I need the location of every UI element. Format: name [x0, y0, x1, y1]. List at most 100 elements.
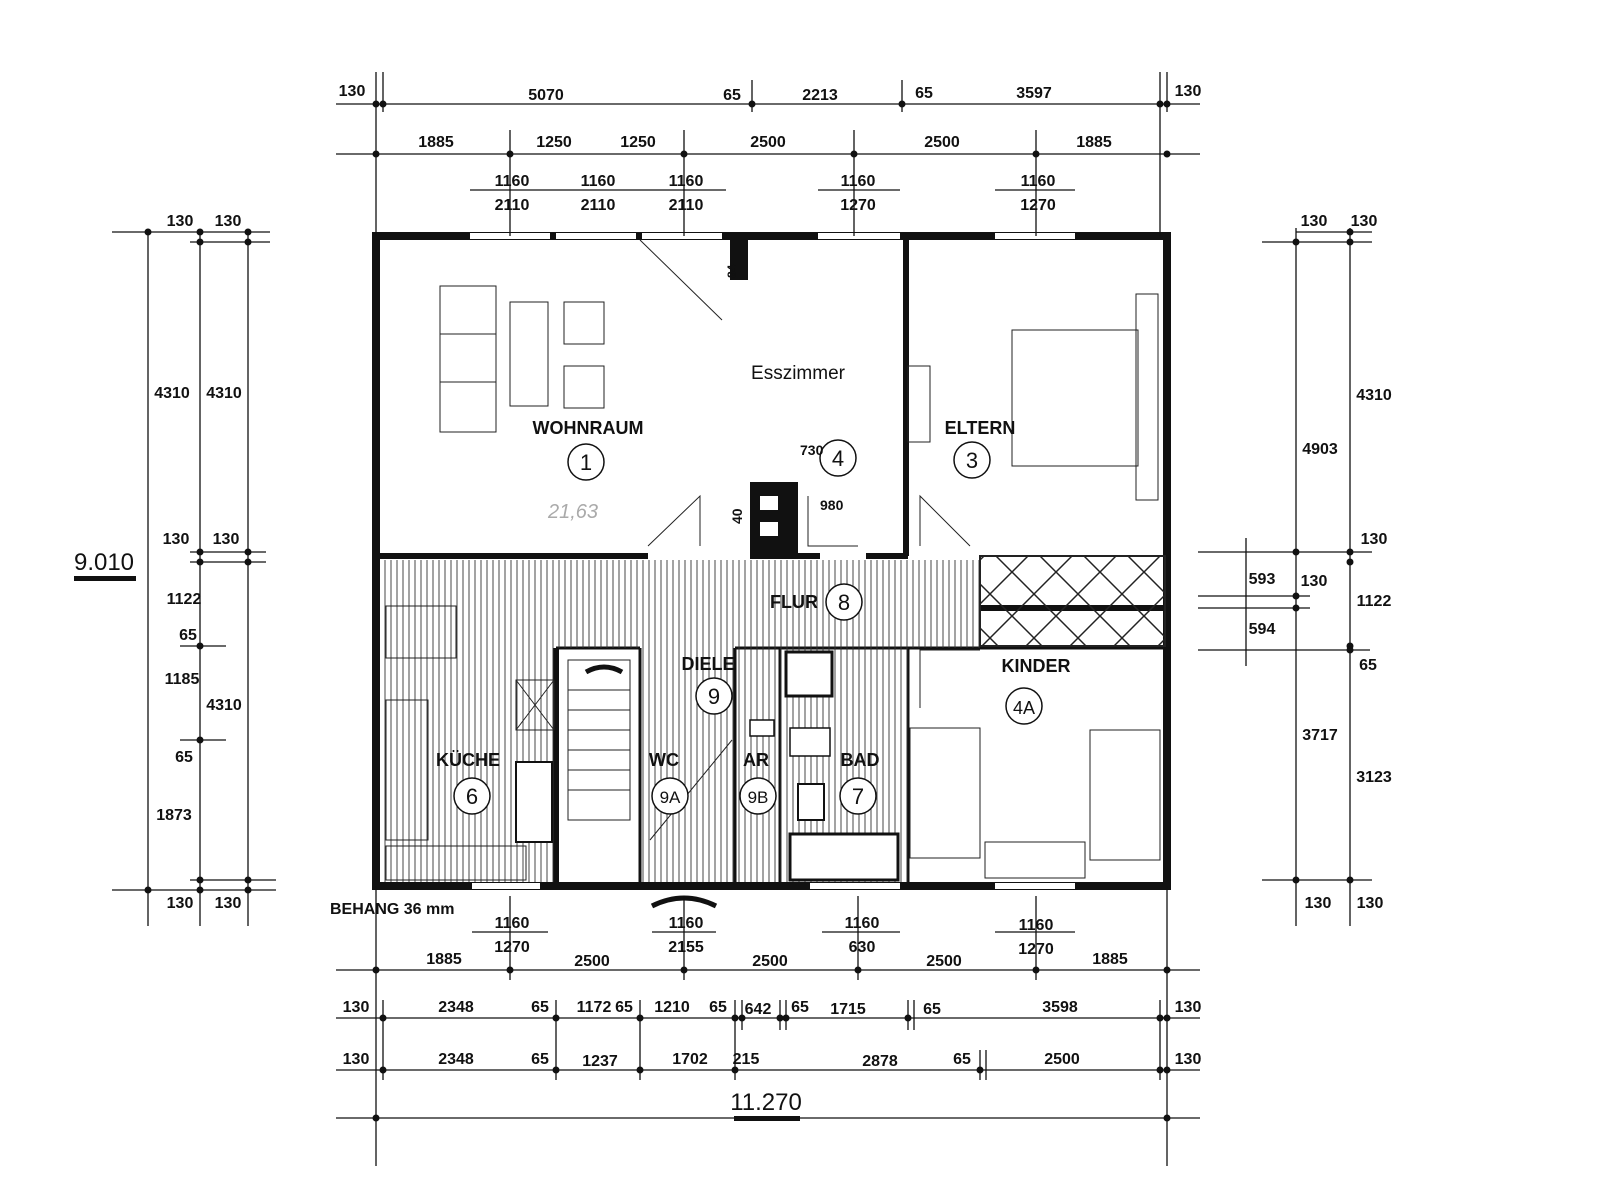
- room-label-kinder: KINDER: [1001, 656, 1070, 676]
- dim-label: 65: [175, 749, 193, 766]
- dim-label: 65: [531, 1051, 549, 1068]
- dim-label: 130: [163, 531, 190, 548]
- room-number-circle: [819, 439, 857, 477]
- dim-label: 130: [1305, 895, 1332, 912]
- dim-label: 2500: [574, 953, 610, 970]
- dim-label: 1122: [167, 591, 202, 608]
- dim-label: 4310: [1356, 387, 1392, 404]
- room-label-ar: AR: [743, 750, 769, 770]
- dim-label: 65: [179, 627, 197, 644]
- room-number-circle: [739, 777, 777, 815]
- dim-label: 2500: [1044, 1051, 1080, 1068]
- total-width-underline: [734, 1116, 800, 1121]
- room-number-eltern: 3: [966, 448, 978, 473]
- room-number-kinder: 4A: [1013, 698, 1035, 718]
- dim-label: 130: [1175, 999, 1202, 1016]
- dim-label: 130: [343, 999, 370, 1016]
- dim-label: 593: [1249, 571, 1276, 588]
- total-depth-underline: [74, 576, 136, 581]
- dim-label: 4310: [206, 697, 242, 714]
- room-number-circle: [953, 441, 991, 479]
- dim-label: 1237: [582, 1053, 618, 1070]
- window-dim-a: 1160: [495, 915, 530, 932]
- dim-label: 130: [339, 83, 366, 100]
- room-number-bad: 7: [852, 784, 864, 809]
- window-dim-a: 1160: [581, 173, 616, 190]
- dim-label: 1885: [1076, 134, 1112, 151]
- bottom-dimensions: 1160 1270 1160 2155 1160 630 1160 1270 1…: [330, 886, 1201, 1166]
- dim-84: 84: [725, 264, 739, 278]
- dim-label: 65: [615, 999, 633, 1016]
- dim-label: 3598: [1042, 999, 1078, 1016]
- dim-label: 65: [923, 1001, 941, 1018]
- dim-label: 2500: [750, 134, 786, 151]
- dim-label: 215: [733, 1051, 760, 1068]
- window-dim-b: 1270: [1020, 197, 1056, 214]
- dim-label: 130: [167, 895, 194, 912]
- room-number-wohnraum: 1: [580, 450, 592, 475]
- room-number-circle: [651, 777, 689, 815]
- room-number-circle: [453, 777, 491, 815]
- dim-label: 65: [723, 87, 741, 104]
- window-dim-a: 1160: [669, 173, 704, 190]
- room-label-esszimmer: Esszimmer: [751, 363, 846, 384]
- dim-label: 3717: [1302, 727, 1338, 744]
- room-number-circle: [825, 583, 863, 621]
- room-label-diele: DIELE: [681, 654, 734, 674]
- dim-label: 1250: [620, 134, 656, 151]
- window-dim-a: 1160: [1019, 917, 1054, 934]
- exterior-walls: [372, 232, 1171, 890]
- room-labels: WOHNRAUM 1 Esszimmer 4 ELTERN 3 FLUR 8 K…: [436, 363, 1071, 815]
- dim-40: 40: [729, 508, 745, 524]
- dim-label: 2878: [862, 1053, 898, 1070]
- right-dimensions: 130 130 4903 4310 130 593 130 594 1122 6…: [1198, 213, 1392, 926]
- room-number-circle: [695, 677, 733, 715]
- dim-label: 130: [215, 213, 242, 230]
- window-dim-b: 2155: [668, 939, 704, 956]
- dim-label: 130: [1301, 573, 1328, 590]
- dim-label: 4310: [154, 385, 190, 402]
- pencil-note: 21,63: [547, 501, 598, 523]
- dim-label: 65: [953, 1051, 971, 1068]
- dim-label: 3123: [1356, 769, 1392, 786]
- window-dim-a: 1160: [845, 915, 880, 932]
- dim-label: 4310: [206, 385, 242, 402]
- dim-label: 130: [1175, 83, 1202, 100]
- dim-label: 130: [213, 531, 240, 548]
- room-number-flur: 8: [838, 590, 850, 615]
- room-number-diele: 9: [708, 684, 720, 709]
- window-dim-b: 630: [849, 939, 876, 956]
- window-dim-a: 1160: [669, 915, 704, 932]
- room-number-esszimmer: 4: [832, 446, 844, 471]
- furniture: [385, 239, 1161, 909]
- dim-label: 130: [1361, 531, 1388, 548]
- room-number-kueche: 6: [466, 784, 478, 809]
- room-label-kueche: KÜCHE: [436, 750, 500, 770]
- dim-label: 1185: [165, 671, 200, 688]
- dim-label: 4903: [1302, 441, 1338, 458]
- window-dim-b: 1270: [840, 197, 876, 214]
- dim-label: 130: [167, 213, 194, 230]
- dim-label: 2348: [438, 999, 474, 1016]
- dim-label: 1885: [1092, 951, 1128, 968]
- window-dim-b: 2110: [581, 197, 616, 214]
- dim-label: 2500: [924, 134, 960, 151]
- room-label-wohnraum: WOHNRAUM: [533, 418, 644, 438]
- total-width: 11.270: [730, 1089, 802, 1116]
- dim-label: 65: [1359, 657, 1377, 674]
- dim-label: 65: [791, 999, 809, 1016]
- dim-label: 1122: [1357, 593, 1392, 610]
- dim-label: 130: [1357, 895, 1384, 912]
- window-dim-a: 1160: [495, 173, 530, 190]
- dim-label: 1250: [536, 134, 572, 151]
- room-number-circle: [839, 777, 877, 815]
- dim-label: 5070: [528, 87, 564, 104]
- dim-label: 130: [1351, 213, 1378, 230]
- window-dim-a: 1160: [1021, 173, 1056, 190]
- window-dim-b: 2110: [669, 197, 704, 214]
- room-number-circle: [1005, 687, 1043, 725]
- dim-label: 1885: [426, 951, 462, 968]
- dim-label: 130: [1301, 213, 1328, 230]
- room-number-wc: 9A: [660, 788, 681, 807]
